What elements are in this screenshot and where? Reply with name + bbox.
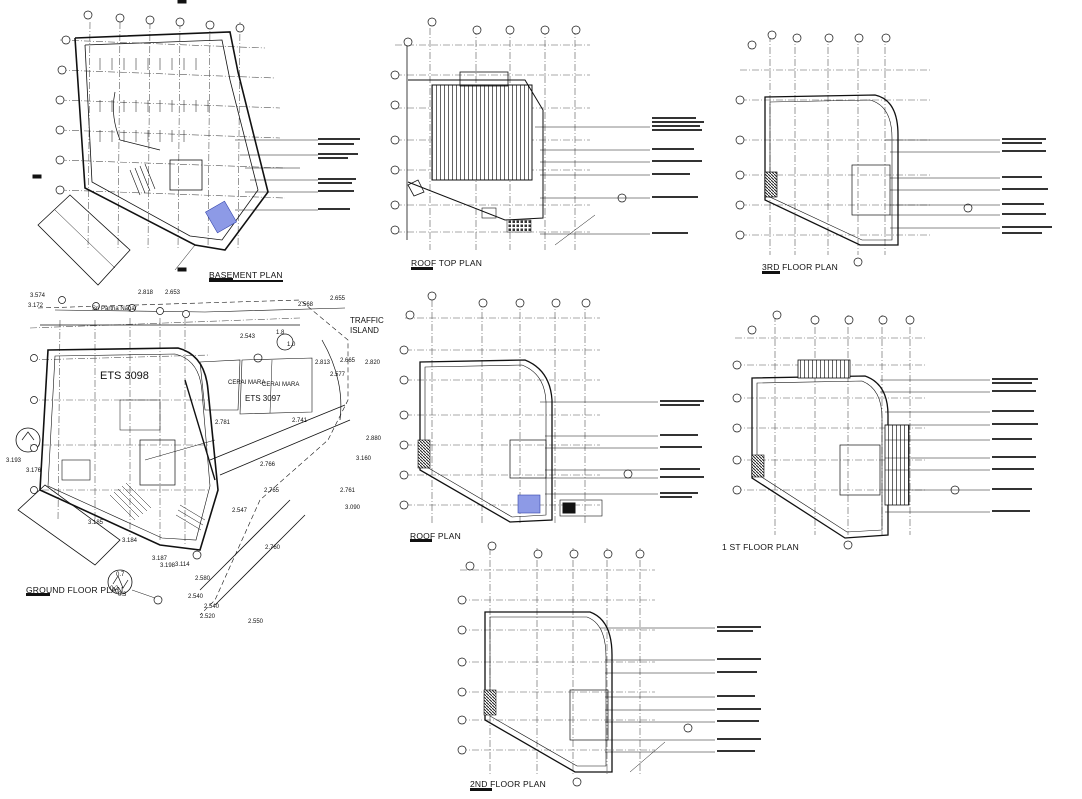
spot-level: 2.540: [188, 594, 204, 600]
circle-c-label: 0.3: [118, 592, 127, 598]
basement-plan-title: BASEMENT PLAN: [209, 270, 283, 282]
spot-level: 2.741: [292, 418, 308, 424]
ground-floor-plan: [15, 296, 351, 616]
first-floor-plan: [732, 310, 990, 550]
spot-level: 2.766: [260, 462, 276, 468]
first-floor-plan-title: 1 ST FLOOR PLAN: [722, 542, 800, 552]
spot-level: 3.090: [345, 505, 361, 511]
spot-level: 2.577: [330, 372, 346, 378]
spot-level: 2.547: [232, 508, 248, 514]
spot-level: 2.818: [138, 290, 154, 296]
title-bar-roof: [410, 539, 432, 542]
title-bar-second: [470, 788, 492, 791]
road-name-label: Sri Partha Nagar: [92, 306, 137, 312]
spot-level: 2.568: [298, 302, 314, 308]
spot-level: 2.820: [365, 360, 381, 366]
circle-a-label: 0.7: [116, 572, 125, 578]
lot-b-label: 1.0: [287, 342, 296, 348]
spot-level: 2.765: [264, 488, 280, 494]
spot-level: 3.185: [88, 520, 104, 526]
spot-level: 2.580: [195, 576, 211, 582]
spot-level: 3.160: [356, 456, 372, 462]
ets-3098-label: ETS 3098: [100, 370, 149, 382]
roof-plan-title: ROOF PLAN: [410, 531, 461, 541]
ets-3097-label: ETS 3097: [245, 394, 281, 403]
cerai-mara-label-1: CERAI MARA: [228, 380, 266, 386]
spot-level: 2.653: [165, 290, 181, 296]
lot-a-label: 1.8: [276, 330, 285, 336]
spot-level: 3.198: [160, 563, 176, 569]
annotation-notes: [318, 117, 1052, 752]
title-bar-basement: [209, 278, 233, 281]
spot-level: 3.114: [175, 562, 190, 568]
second-floor-plan: [457, 541, 715, 787]
spot-level: 2.880: [366, 436, 382, 442]
spot-level: 2.520: [200, 614, 216, 620]
circle-b-label: 0.2: [110, 586, 119, 592]
title-bar-roof-top: [411, 267, 433, 270]
roof-top-plan: [390, 17, 650, 250]
spot-level: 2.813: [315, 360, 331, 366]
third-floor-plan: [735, 30, 1000, 267]
spot-level: 3.184: [122, 538, 138, 544]
traffic-island-label: TRAFFIC ISLAND: [350, 316, 384, 335]
spot-level: 3.193: [6, 458, 22, 464]
roof-top-plan-title: ROOF TOP PLAN: [411, 258, 483, 268]
title-bar-third: [762, 271, 780, 274]
spot-level: 2.761: [340, 488, 356, 494]
spot-level: 2.543: [240, 334, 256, 340]
spot-level: 2.665: [340, 358, 356, 364]
third-floor-plan-title: 3RD FLOOR PLAN: [762, 262, 839, 272]
spot-level: 2.550: [248, 619, 264, 625]
spot-level: 2.781: [215, 420, 231, 426]
second-floor-plan-title: 2ND FLOOR PLAN: [470, 779, 547, 789]
title-bar-ground: [26, 593, 50, 596]
spot-level: 2.655: [330, 296, 346, 302]
basement-plan: [32, 0, 318, 286]
spot-level: 3.187: [152, 556, 168, 562]
cerai-mara-label-2: CERAI MARA: [262, 382, 300, 388]
spot-level: 3.574: [30, 293, 46, 299]
spot-level: 3.172: [28, 303, 44, 309]
spot-level: 3.176: [26, 468, 42, 474]
ground-floor-plan-title: GROUND FLOOR PLAN: [26, 585, 124, 595]
spot-level: 2.760: [265, 545, 281, 551]
roof-plan: [399, 291, 658, 525]
spot-level: 2.540: [204, 604, 220, 610]
